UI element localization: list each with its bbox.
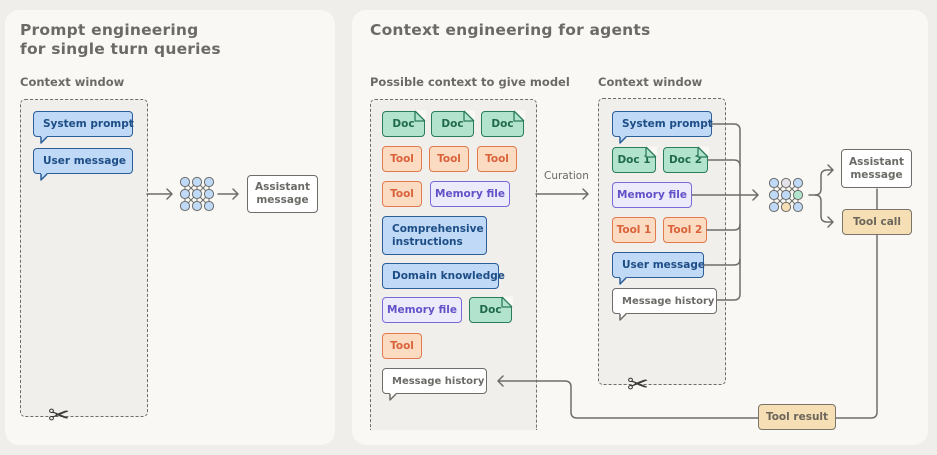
- right-assistant-message: Assistant message: [841, 149, 912, 188]
- left-panel-title: Prompt engineering for single turn queri…: [20, 21, 221, 59]
- chip-label: Tool: [485, 153, 509, 165]
- chip-label: Tool: [390, 188, 414, 200]
- left-assistant-line-1: Assistant: [254, 181, 311, 193]
- possible-domain-knowledge: Domain knowledge: [382, 263, 505, 289]
- ctx-system-prompt: System prompt: [612, 111, 713, 137]
- right-assistant-line-1: Assistant: [848, 155, 905, 168]
- chip-label-line-1: Comprehensive: [392, 222, 484, 235]
- chip-label: Memory file: [435, 188, 505, 200]
- left-context-window: [20, 99, 148, 417]
- chip-label: Tool: [390, 340, 414, 352]
- chip-label: Memory file: [387, 304, 457, 316]
- left-system-prompt: System prompt: [33, 111, 134, 137]
- chip-label: Tool 1: [616, 224, 652, 236]
- chip-label: Domain knowledge: [392, 270, 505, 282]
- chip-label: Tool 2: [667, 224, 703, 236]
- chip-label: Doc 1: [617, 154, 651, 166]
- chip-label: Doc: [491, 118, 514, 130]
- ctx-memory-file: Memory file: [612, 182, 692, 208]
- possible-tool-3: Tool: [477, 146, 517, 172]
- chip-label: Tool: [437, 153, 461, 165]
- ctx-doc-2: Doc 2: [663, 147, 708, 173]
- chip-label: Tool call: [853, 216, 901, 228]
- ctx-doc-1: Doc 1: [612, 147, 656, 173]
- left-title-line-1: Prompt engineering: [20, 21, 199, 39]
- possible-doc-3: Doc: [481, 111, 524, 137]
- right-assistant-line-2: message: [850, 168, 903, 181]
- possible-context-label: Possible context to give model: [370, 75, 570, 89]
- left-assistant-message: Assistant message: [247, 175, 318, 213]
- possible-tool-4: Tool: [382, 181, 422, 207]
- left-user-message-label: User message: [43, 155, 127, 167]
- right-scissors-icon: ✂: [627, 370, 649, 400]
- possible-tool-5: Tool: [382, 333, 422, 359]
- curation-label: Curation: [544, 170, 589, 182]
- left-title-line-2: for single turn queries: [20, 40, 221, 58]
- ctx-message-history: Message history: [612, 288, 717, 314]
- chip-label-line-2: instructions: [392, 235, 463, 248]
- chip-label: Memory file: [617, 189, 687, 201]
- right-context-window-label: Context window: [598, 75, 703, 89]
- ctx-tool-1: Tool 1: [612, 217, 656, 243]
- chip-label: Doc: [441, 118, 464, 130]
- left-system-prompt-label: System prompt: [43, 118, 134, 130]
- chip-label: Doc 2: [668, 154, 703, 166]
- possible-message-history: Message history: [382, 368, 487, 394]
- chip-label: Doc: [479, 304, 502, 316]
- chip-label: Doc: [392, 118, 415, 130]
- left-scissors-icon: ✂: [48, 401, 70, 431]
- left-context-window-label: Context window: [20, 75, 125, 89]
- possible-comprehensive-instructions: Comprehensive instructions: [382, 216, 487, 255]
- tool-call: Tool call: [842, 209, 912, 235]
- tool-result: Tool result: [758, 404, 836, 430]
- possible-doc-2: Doc: [431, 111, 474, 137]
- possible-doc-1: Doc: [382, 111, 425, 137]
- chip-label: Message history: [622, 295, 715, 307]
- possible-doc-4: Doc: [469, 297, 512, 323]
- possible-memory-file-1: Memory file: [430, 181, 510, 207]
- chip-label: Message history: [392, 375, 485, 387]
- chip-label: System prompt: [622, 118, 713, 130]
- possible-tool-1: Tool: [382, 146, 422, 172]
- ctx-tool-2: Tool 2: [663, 217, 707, 243]
- chip-label: Tool result: [765, 411, 829, 423]
- possible-tool-2: Tool: [429, 146, 469, 172]
- left-user-message: User message: [33, 148, 133, 174]
- chip-label: Tool: [390, 153, 414, 165]
- left-assistant-line-2: message: [256, 194, 309, 206]
- chip-label: User message: [622, 259, 706, 271]
- right-panel-title: Context engineering for agents: [370, 21, 651, 39]
- possible-memory-file-2: Memory file: [382, 297, 462, 323]
- ctx-user-message: User message: [612, 252, 706, 278]
